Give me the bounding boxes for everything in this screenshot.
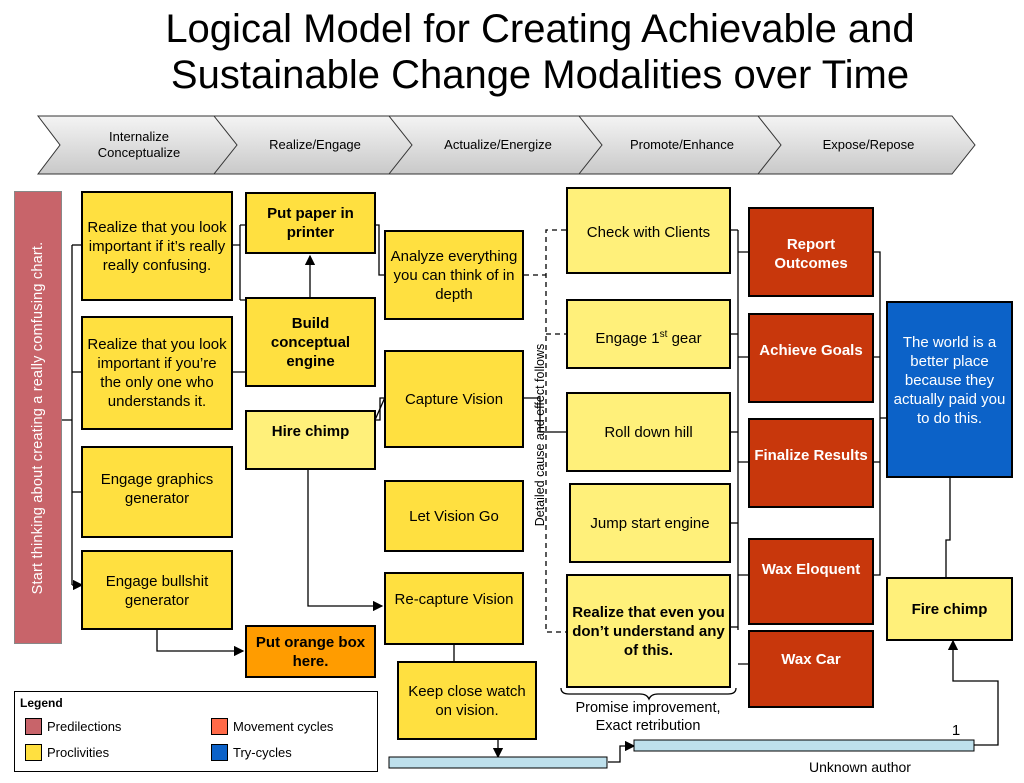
- stage-chevrons: [36, 115, 976, 175]
- box-engage-gear: Engage 1st gear: [566, 299, 731, 369]
- title-line-1: Logical Model for Creating Achievable an…: [165, 7, 915, 51]
- cause-effect-label: Detailed cause and effect follows: [533, 343, 547, 527]
- chevron-stage-5: [756, 115, 976, 175]
- box-recapture-vision: Re-capture Vision: [384, 572, 524, 645]
- legend-title: Legend: [20, 696, 63, 710]
- box-wax-eloquent: Wax Eloquent: [748, 538, 874, 625]
- bottom-bar-long: [633, 739, 975, 752]
- box-realize-only-one: Realize that you look important if you’r…: [81, 316, 233, 430]
- box-achieve-goals: Achieve Goals: [748, 313, 874, 403]
- stage-label-5: Expose/Repose: [822, 137, 915, 152]
- box-fire-chimp: Fire chimp: [886, 577, 1013, 641]
- legend-swatch-proclivities: [25, 744, 42, 761]
- bottom-bar-short: [388, 756, 608, 769]
- predilection-text: Start thinking about creating a really c…: [30, 241, 46, 594]
- box-report-outcomes: Report Outcomes: [748, 207, 874, 297]
- box-put-paper: Put paper in printer: [245, 192, 376, 254]
- box-wax-car: Wax Car: [748, 630, 874, 708]
- cause-effect-bracket: [524, 229, 566, 633]
- legend-item-try-cycles: Try-cycles: [211, 744, 292, 761]
- box-capture-vision: Capture Vision: [384, 350, 524, 448]
- box-realize-confusing: Realize that you look important if it’s …: [81, 191, 233, 301]
- box-world-better: The world is a better place because they…: [886, 301, 1013, 478]
- box-keep-watch: Keep close watch on vision.: [397, 661, 537, 740]
- legend-item-proclivities: Proclivities: [25, 744, 109, 761]
- box-let-vision-go: Let Vision Go: [384, 480, 524, 552]
- author-credit: Unknown author: [809, 759, 911, 775]
- box-hire-chimp: Hire chimp: [245, 410, 376, 470]
- legend: Legend Predilections Proclivities Moveme…: [14, 691, 378, 772]
- stage-label-4: Promote/Enhance: [629, 137, 735, 152]
- box-roll-down-hill: Roll down hill: [566, 392, 731, 472]
- box-build-engine: Build conceptual engine: [245, 297, 376, 387]
- title-line-2: Sustainable Change Modalities over Time: [170, 53, 910, 97]
- box-graphics-generator: Engage graphics generator: [81, 446, 233, 538]
- box-realize-dont-understand: Realize that even you don’t understand a…: [566, 574, 731, 688]
- legend-item-predilections: Predilections: [25, 718, 121, 735]
- promise-note: Promise improvement, Exact retribution: [575, 700, 721, 734]
- legend-swatch-predilections: [25, 718, 42, 735]
- box-jump-start: Jump start engine: [569, 483, 731, 563]
- page-number: 1: [951, 722, 961, 739]
- box-bullshit-generator: Engage bullshit generator: [81, 550, 233, 630]
- engage-gear-text: Engage 1st gear: [595, 329, 702, 347]
- box-finalize-results: Finalize Results: [748, 418, 874, 508]
- box-put-orange: Put orange box here.: [245, 625, 376, 678]
- box-check-clients: Check with Clients: [566, 187, 731, 274]
- page-title: Logical Model for Creating Achievable an…: [40, 6, 1024, 98]
- connectors: [62, 224, 999, 763]
- legend-swatch-movement-cycles: [211, 718, 228, 735]
- curly-brace: [560, 687, 737, 701]
- stage-label-3: Actualize/Energize: [444, 137, 552, 152]
- box-analyze: Analyze everything you can think of in d…: [384, 230, 524, 320]
- predilection-bar: Start thinking about creating a really c…: [14, 191, 62, 644]
- stage-label-2: Realize/Engage: [269, 137, 361, 152]
- legend-item-movement-cycles: Movement cycles: [211, 718, 333, 735]
- legend-swatch-try-cycles: [211, 744, 228, 761]
